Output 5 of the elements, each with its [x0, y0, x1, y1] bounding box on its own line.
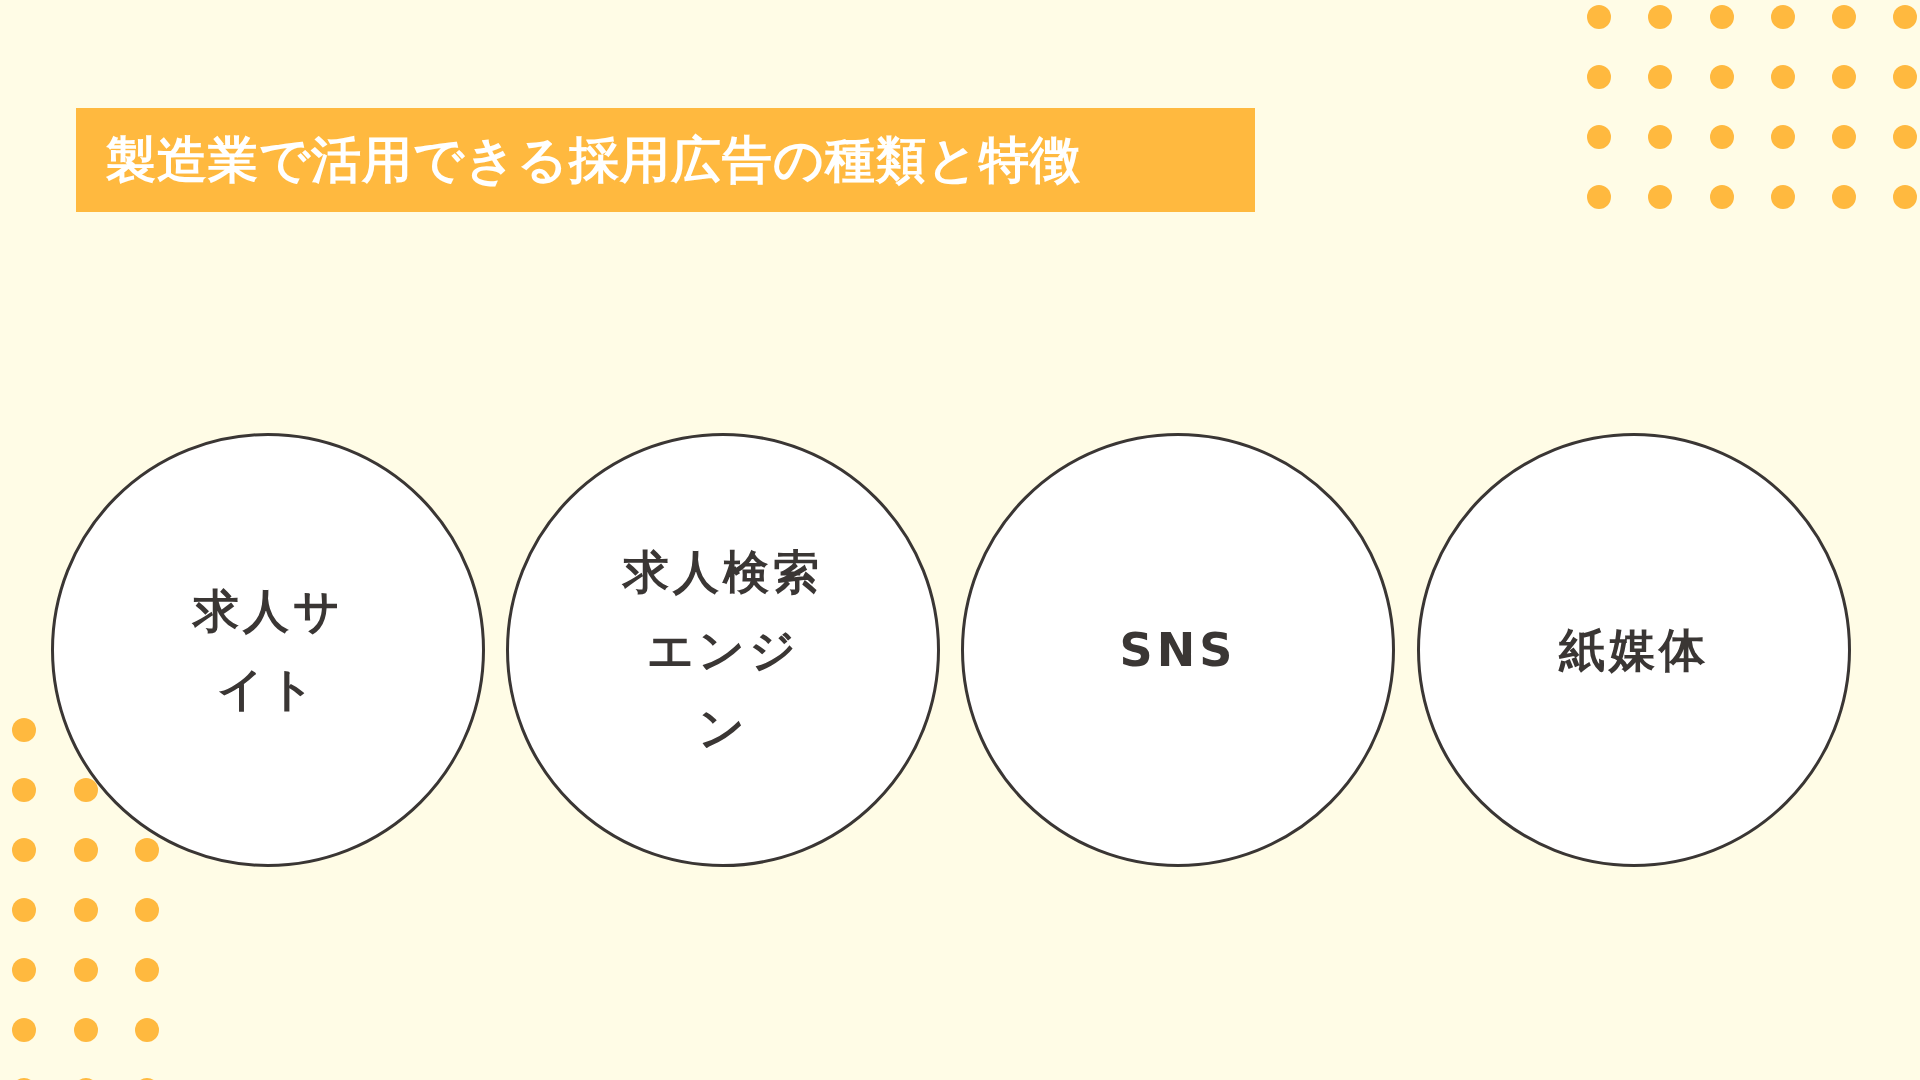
category-label: 求人検索エンジン	[623, 544, 823, 757]
category-label: 求人サイト	[191, 583, 345, 718]
category-label: SNS	[1119, 622, 1237, 679]
category-label: 紙媒体	[1559, 622, 1709, 679]
title-banner: 製造業で活用できる採用広告の種類と特徴	[76, 108, 1255, 212]
